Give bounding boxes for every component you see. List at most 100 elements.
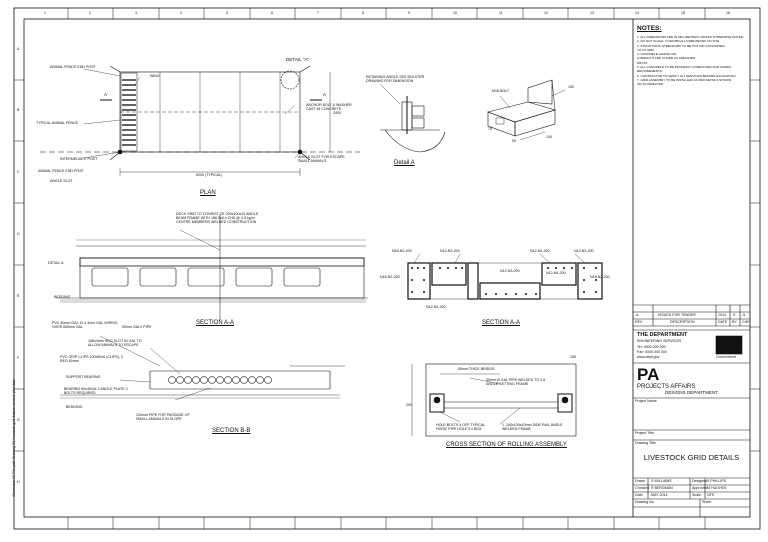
notes-panel: NOTES: 1. ALL DIMENSIONS ARE IN MILLIMET… (637, 25, 753, 87)
plan-width-dimension: 6000 (TYPICAL) (196, 173, 223, 177)
info-value: NTS (707, 493, 715, 497)
title-block-frame (633, 304, 750, 517)
grid-number: 1 (44, 11, 46, 15)
note-line: 2. DO NOT SCALE. CONFIRM ALL DIMENSIONS … (637, 39, 721, 44)
grid-letter: E (17, 294, 20, 298)
frame-label: 1. 200x100x10mm SIDE RAIL ANGLE WELDED F… (502, 423, 563, 431)
bridge-label: 50mm THICK BRIDGE (458, 367, 495, 371)
note-line: OR AS DIRECTED. (637, 82, 664, 87)
grid-ticks (14, 8, 760, 529)
company-line: Fax: 0000 000 000 (637, 350, 667, 354)
passage-pipe-label: 100mm PIPE FOR PASSAGE OF SMALL ANIMALS … (136, 413, 190, 421)
cross-section-title: CROSS SECTION OF ROLLING ASSEMBLY (446, 442, 567, 448)
note-line: 1. ALL DIMENSIONS ARE IN MILLIMETRES UNL… (637, 35, 744, 39)
note-line: 7. GRID ASSEMBLY TO BE INSTALLED AS PER … (637, 77, 732, 82)
rebar-label: N16-N2-200 (590, 275, 610, 279)
drawing-title: LIVESTOCK GRID DETAILS (643, 453, 740, 462)
grid-number: 12 (544, 11, 548, 15)
info-label: Checked (635, 486, 650, 490)
company-line: www.dept.gov (637, 355, 660, 359)
dim-150: 150 (568, 85, 574, 89)
grid-number: 15 (681, 11, 685, 15)
note-line: 4. CONCRETE GRADE N32. (637, 52, 678, 57)
info-value: S PHILLIPS (707, 479, 727, 483)
pipe-top-label: 50mm GALV PIPE (122, 325, 152, 329)
notes-title: NOTES: (637, 25, 662, 32)
grid-number: 2 (89, 11, 91, 15)
dim-100: 100 (546, 135, 552, 139)
note-line: TO AS 4680. (637, 47, 655, 52)
section-aa-left-title: SECTION A-A (196, 320, 235, 326)
note-line: 5. ALL CONCRETE TO BE PROPERLY COMPACTED… (637, 65, 732, 70)
rev-cell: A (636, 313, 639, 317)
chk-cell: JL (742, 313, 746, 317)
dim-50: 50 (512, 139, 516, 143)
info-label: Date (635, 493, 643, 497)
grid-number: 13 (590, 11, 594, 15)
rebar-label: N16-N2-200 (392, 249, 412, 253)
grid-number: 10 (453, 11, 457, 15)
info-value: M HUGHES (707, 486, 727, 490)
inner-border (23, 18, 751, 518)
drawing-title-label: Drawing Title (635, 441, 656, 445)
project-title-label: Project Title (635, 431, 654, 435)
grid-letter: A (17, 47, 20, 51)
section-bb-view (60, 335, 345, 401)
cross-section-rolling-view (411, 363, 577, 437)
chs-slot-label: 168x4mm HDG SLOT IN GAL TO ALLOW ANIMALS… (88, 339, 142, 347)
info-value: MAY 2014 (651, 493, 668, 497)
note-line: 3. STRUCTURAL STEELWORK TO BE HOT DIP GA… (637, 43, 726, 48)
grid-number: 9 (408, 11, 410, 15)
date-cell: 2014 (718, 313, 726, 317)
bearing-label: BEARING 60x40x3x 3 ANGLE PLATE 3 BOLTS R… (64, 387, 128, 395)
project-name-label: Project Name (635, 399, 657, 403)
angle-slot-label: ANGLE SLOT (50, 179, 73, 183)
rebar-label: N16-N2-200 (380, 275, 400, 279)
file-path-strip: Sheet size A3 File path Drawing PA lives… (12, 379, 17, 497)
company-name: THE DEPARTMENT (637, 332, 688, 338)
intermediate-post-label: INTERMEDIATE POST (60, 157, 98, 161)
desc-header: DESCRIPTION (670, 320, 695, 324)
rebar-label: N12-N3-200 (440, 249, 460, 253)
plan-title: PLAN (200, 190, 216, 196)
detail-a-callout: DETAIL "A" (286, 57, 310, 62)
hole-label: HOLE BOLTS 4 OFF TYPICAL HORIZ PIPE HOLE… (436, 423, 486, 431)
date-header: DATE (718, 320, 728, 324)
grid-number: 7 (317, 11, 319, 15)
detail-a-view (379, 79, 566, 153)
bedding-label: BEDDING (54, 295, 71, 299)
by-cell: S (733, 313, 736, 317)
company-line: ENGINEERING SERVICES (637, 339, 682, 343)
info-value: R BERGMAN (651, 486, 673, 490)
note-line: 6. CONTRACTOR TO VERIFY ALL SERVICES BEF… (637, 73, 737, 78)
rebar-label: N12-N3-200 (426, 305, 446, 309)
chk-header: CHK (742, 320, 750, 324)
section-aa-left-view (56, 214, 368, 320)
rebar-label: N12-N2-200 (530, 249, 550, 253)
grid-letter: B (17, 108, 20, 112)
note-line: MIN 50. (637, 60, 648, 65)
grid-number: 5 (226, 11, 228, 15)
grid-letter: D (17, 232, 20, 236)
detail-a-ref: DETAIL A (48, 261, 64, 265)
bolt-label: M16 BOLT (492, 89, 510, 93)
grid-number: 16 (726, 11, 730, 15)
wing-label: WING (150, 74, 160, 78)
rebar-clips-label: PVC GRIP CLIPS 100x50x6 (CLIPS), 2 REO 6… (60, 355, 123, 363)
section-bb-title: SECTION B-B (212, 428, 251, 434)
pvc-label: PVC 80mm GAL 12 x 4mm GAL WIRING OVER 65… (52, 321, 118, 329)
desc-cell: ISSUED FOR TENDER (658, 313, 696, 317)
info-label: Scale (692, 493, 701, 497)
section-aa-right-view (407, 253, 603, 300)
dim-200: 200 (406, 403, 412, 407)
rebar-label: N12-N4-200 (546, 271, 566, 275)
grid-letter: H (17, 480, 20, 484)
grid-number: 3 (135, 11, 137, 15)
sheet-label: Sheet (702, 500, 712, 504)
anchor-bolts-label: ANCHOR BOLT & WASHER CAST IN CONCRETE (306, 103, 352, 111)
grid-number: 8 (362, 11, 364, 15)
grid-number: 14 (635, 11, 639, 15)
animal-fence-label: ANIMAL FENCE END POST (50, 65, 96, 69)
escape-slot-label: ANGLE SLOT FOR ESCAPE SMALL ANIMALS (298, 155, 345, 163)
